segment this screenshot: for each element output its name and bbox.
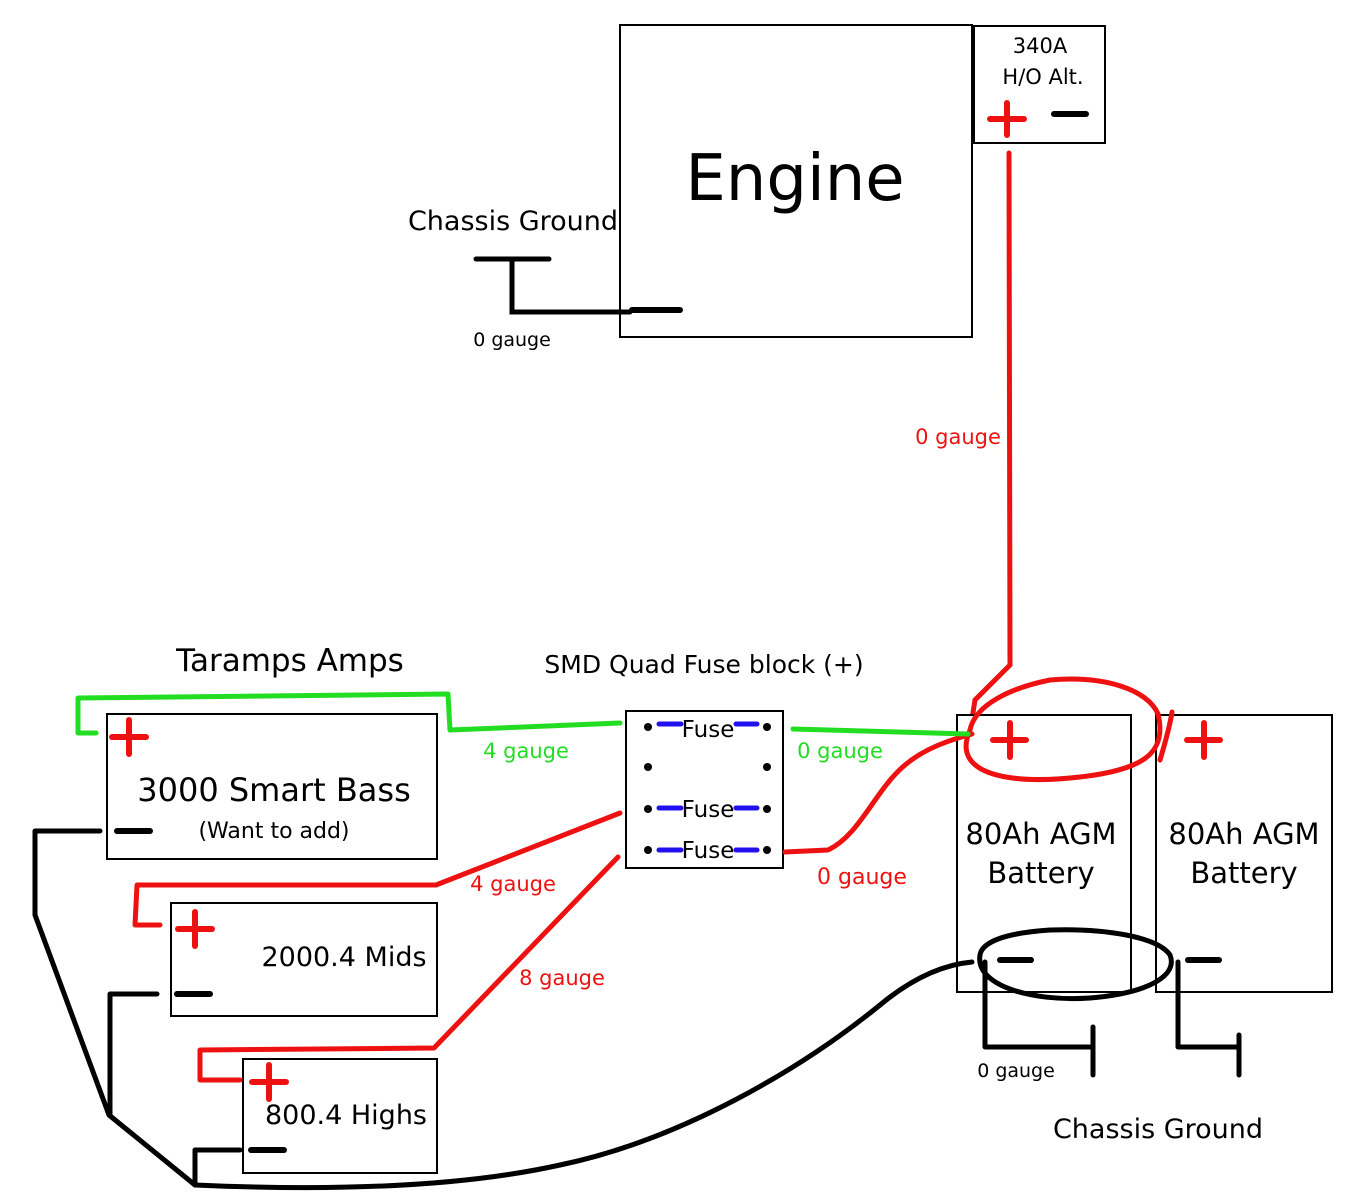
amp-bass-box (106, 713, 438, 860)
alternator-plus-icon (987, 100, 1027, 138)
top-chassis-ground-symbol (473, 256, 633, 315)
mids-ground-wire (107, 991, 160, 1118)
fuse-label-1: Fuse (682, 717, 735, 743)
fuse-block-to-battery-wire (790, 726, 971, 737)
amp-highs-box (242, 1058, 438, 1174)
amp-mids-plus-icon (175, 909, 215, 949)
amp-bass-name: 3000 Smart Bass (137, 771, 410, 809)
fuse-block-title: SMD Quad Fuse block (+) (544, 650, 863, 679)
alternator-box (973, 25, 1106, 144)
fuse-contacts (656, 721, 760, 853)
battery-2-ground-wire (1175, 959, 1241, 1050)
battery-negative-link-loop (977, 927, 1174, 1002)
battery-to-fuse-block-wire (782, 731, 975, 855)
alternator-label-line2: H/O Alt. (1002, 65, 1083, 89)
amp-highs-name: 800.4 Highs (265, 1100, 427, 1131)
battery-1-line2: Battery (987, 856, 1094, 890)
bass-feed-wire (75, 691, 623, 736)
highs-feed-wire (197, 854, 621, 1083)
bass-feed-gauge-label: 4 gauge (483, 739, 569, 763)
mids-feed-gauge-label: 4 gauge (470, 872, 556, 896)
engine-label: Engine (685, 142, 904, 216)
block-to-battery-gauge-label: 0 gauge (797, 739, 883, 763)
mids-feed-wire (132, 810, 623, 928)
engine-box (619, 24, 973, 338)
highs-feed-gauge-label: 8 gauge (519, 966, 605, 990)
fuse-label-3: Fuse (682, 838, 735, 864)
amp-mids-box (170, 902, 438, 1017)
battery-1-plus-icon (990, 720, 1029, 760)
bottom-chassis-ground-label: Chassis Ground (1053, 1114, 1263, 1145)
battery-1-ground-wire (982, 959, 1095, 1050)
amp-bass-plus-icon (109, 717, 149, 757)
alternator-wire-gauge-label: 0 gauge (915, 425, 1001, 449)
battery-positive-link-loop (963, 676, 1163, 782)
battery-1-line1: 80Ah AGM (965, 817, 1116, 851)
fuse-label-2: Fuse (682, 797, 735, 823)
battery-2-plus-icon (1184, 720, 1223, 760)
amp-mids-name: 2000.4 Mids (261, 942, 426, 973)
alternator-label-line1: 340A (1013, 34, 1068, 58)
fuse-block-terminals (644, 723, 771, 854)
amp-highs-plus-icon (249, 1062, 289, 1102)
top-ground-gauge-label: 0 gauge (473, 329, 551, 351)
block-out-gauge-label: 0 gauge (817, 865, 907, 890)
amp-bass-note: (Want to add) (198, 819, 349, 844)
fuse-block-box (625, 710, 784, 869)
battery-2-line2: Battery (1190, 856, 1297, 890)
battery-2-box (1155, 714, 1333, 993)
amps-title: Taramps Amps (175, 643, 404, 679)
top-chassis-ground-label: Chassis Ground (408, 206, 618, 237)
highs-ground-wire (192, 959, 975, 1191)
bass-ground-wire (32, 828, 198, 1188)
battery-ground-gauge-label: 0 gauge (977, 1060, 1055, 1082)
battery-2-positive-tail (1157, 709, 1175, 763)
battery-2-line1: 80Ah AGM (1168, 817, 1319, 851)
